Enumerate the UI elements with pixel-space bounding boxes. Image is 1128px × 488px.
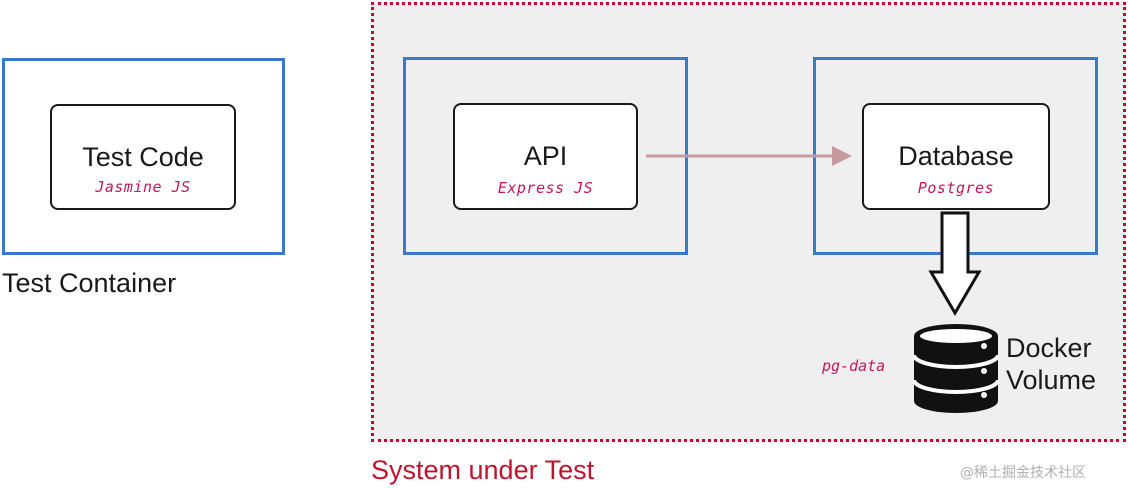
system-under-test-region [371, 2, 1126, 442]
test-code-tech: Jasmine JS [95, 178, 191, 196]
test-container-box [2, 58, 285, 255]
docker-volume-label: Docker Volume [1006, 332, 1096, 396]
api-title: API [523, 141, 568, 171]
test-code-component: Test Code Jasmine JS [50, 104, 236, 210]
database-component: Database Postgres [862, 103, 1050, 210]
pg-data-label: pg-data [822, 357, 886, 375]
docker-volume-line-1: Docker [1006, 333, 1092, 363]
test-code-title: Test Code [82, 142, 204, 172]
system-under-test-caption: System under Test [371, 455, 595, 485]
hollow-down-arrow-icon [928, 211, 982, 316]
api-to-database-arrow [646, 146, 852, 166]
database-tech: Postgres [917, 179, 995, 197]
database-title: Database [898, 141, 1014, 171]
test-container-caption: Test Container [2, 268, 177, 298]
database-cylinder-icon [912, 324, 1000, 413]
api-tech: Express JS [497, 179, 594, 197]
watermark-text: @稀土掘金技术社区 [960, 465, 1086, 481]
docker-volume-line-2: Volume [1006, 365, 1097, 395]
api-component: API Express JS [453, 103, 638, 210]
